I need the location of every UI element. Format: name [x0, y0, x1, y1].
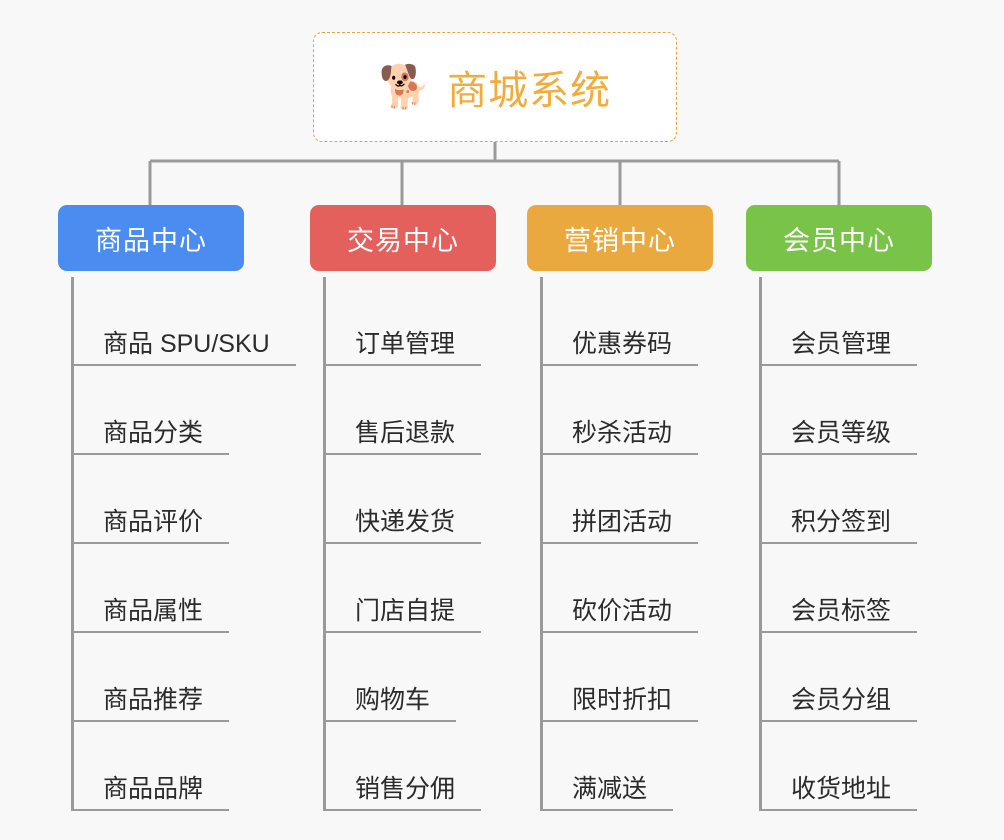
leaf-label: 商品属性: [103, 596, 204, 625]
branch-header-b4[interactable]: 会员中心: [746, 205, 932, 271]
leaf-underline: 限时折扣: [540, 685, 699, 722]
leaf-item[interactable]: 商品品牌: [58, 722, 296, 811]
leaf-list-b4: 会员管理 会员等级 积分签到 会员标签 会员分组: [746, 277, 932, 811]
leaf-underline: 商品属性: [71, 596, 230, 633]
leaf-label: 售后退款: [355, 418, 456, 447]
leaf-trunk-b2: [323, 277, 326, 811]
shiba-dog-face-icon: 🐕: [378, 63, 432, 110]
leaf-label: 门店自提: [355, 596, 456, 625]
leaf-label: 商品品牌: [103, 774, 204, 803]
leaf-item[interactable]: 快递发货: [310, 455, 496, 544]
branch-header-label: 商品中心: [95, 225, 207, 256]
leaf-list-b1: 商品 SPU/SKU 商品分类 商品评价 商品属性 商品推荐: [58, 277, 296, 811]
leaf-underline: 会员管理: [759, 329, 918, 366]
leaf-label: 秒杀活动: [572, 418, 673, 447]
leaf-item[interactable]: 购物车: [310, 633, 496, 722]
leaf-item[interactable]: 会员分组: [746, 633, 932, 722]
branch-column-商品中心: 商品中心 商品 SPU/SKU 商品分类 商品评价 商品属性: [58, 205, 296, 811]
leaf-label: 商品分类: [103, 418, 204, 447]
leaf-item[interactable]: 拼团活动: [527, 455, 713, 544]
leaf-label: 销售分佣: [355, 774, 456, 803]
leaf-underline: 优惠券码: [540, 329, 699, 366]
root-node[interactable]: 🐕 商城系统: [313, 32, 677, 142]
branch-header-label: 交易中心: [347, 225, 459, 256]
leaf-list-b2: 订单管理 售后退款 快递发货 门店自提 购物车: [310, 277, 496, 811]
leaf-trunk-b1: [71, 277, 74, 811]
leaf-underline: 商品评价: [71, 507, 230, 544]
leaf-underline: 门店自提: [323, 596, 482, 633]
leaf-trunk-b3: [540, 277, 543, 811]
leaf-item[interactable]: 秒杀活动: [527, 366, 713, 455]
leaf-label: 快递发货: [355, 507, 456, 536]
leaf-underline: 购物车: [323, 685, 457, 722]
leaf-item[interactable]: 商品属性: [58, 544, 296, 633]
leaf-item[interactable]: 门店自提: [310, 544, 496, 633]
leaf-underline: 商品分类: [71, 418, 230, 455]
leaf-item[interactable]: 积分签到: [746, 455, 932, 544]
leaf-underline: 拼团活动: [540, 507, 699, 544]
leaf-label: 会员管理: [791, 329, 892, 358]
leaf-underline: 快递发货: [323, 507, 482, 544]
branch-header-b1[interactable]: 商品中心: [58, 205, 244, 271]
leaf-item[interactable]: 优惠券码: [527, 277, 713, 366]
leaf-label: 砍价活动: [572, 596, 673, 625]
leaf-item[interactable]: 满减送: [527, 722, 713, 811]
branch-header-b3[interactable]: 营销中心: [527, 205, 713, 271]
leaf-underline: 满减送: [540, 774, 674, 811]
leaf-underline: 会员标签: [759, 596, 918, 633]
leaf-underline: 会员分组: [759, 685, 918, 722]
leaf-label: 商品评价: [103, 507, 204, 536]
leaf-item[interactable]: 售后退款: [310, 366, 496, 455]
leaf-label: 订单管理: [355, 329, 456, 358]
leaf-underline: 销售分佣: [323, 774, 482, 811]
leaf-underline: 售后退款: [323, 418, 482, 455]
branch-column-会员中心: 会员中心 会员管理 会员等级 积分签到 会员标签: [746, 205, 932, 811]
leaf-label: 收货地址: [791, 774, 892, 803]
leaf-list-b3: 优惠券码 秒杀活动 拼团活动 砍价活动 限时折扣: [527, 277, 713, 811]
root-title: 商城系统: [447, 69, 612, 113]
leaf-item[interactable]: 订单管理: [310, 277, 496, 366]
leaf-label: 拼团活动: [572, 507, 673, 536]
leaf-label: 商品推荐: [103, 685, 204, 714]
leaf-underline: 会员等级: [759, 418, 918, 455]
leaf-item[interactable]: 会员标签: [746, 544, 932, 633]
leaf-item[interactable]: 销售分佣: [310, 722, 496, 811]
leaf-item[interactable]: 砍价活动: [527, 544, 713, 633]
leaf-underline: 积分签到: [759, 507, 918, 544]
branch-header-b2[interactable]: 交易中心: [310, 205, 496, 271]
leaf-label: 购物车: [355, 685, 431, 714]
branch-column-营销中心: 营销中心 优惠券码 秒杀活动 拼团活动 砍价活动: [527, 205, 713, 811]
leaf-label: 积分签到: [791, 507, 892, 536]
leaf-underline: 商品推荐: [71, 685, 230, 722]
leaf-item[interactable]: 商品评价: [58, 455, 296, 544]
leaf-item[interactable]: 限时折扣: [527, 633, 713, 722]
leaf-underline: 砍价活动: [540, 596, 699, 633]
leaf-underline: 商品 SPU/SKU: [71, 331, 296, 366]
branch-header-label: 营销中心: [564, 225, 676, 256]
leaf-label: 会员分组: [791, 685, 892, 714]
leaf-underline: 商品品牌: [71, 774, 230, 811]
leaf-label: 满减送: [572, 774, 648, 803]
leaf-item[interactable]: 商品 SPU/SKU: [58, 277, 296, 366]
leaf-underline: 秒杀活动: [540, 418, 699, 455]
leaf-item[interactable]: 会员等级: [746, 366, 932, 455]
leaf-underline: 收货地址: [759, 774, 918, 811]
leaf-item[interactable]: 收货地址: [746, 722, 932, 811]
leaf-item[interactable]: 商品推荐: [58, 633, 296, 722]
leaf-item[interactable]: 商品分类: [58, 366, 296, 455]
leaf-label: 会员标签: [791, 596, 892, 625]
leaf-label: 限时折扣: [572, 685, 673, 714]
leaf-label: 商品 SPU/SKU: [103, 329, 270, 358]
leaf-label: 优惠券码: [572, 329, 673, 358]
leaf-trunk-b4: [759, 277, 762, 811]
leaf-item[interactable]: 会员管理: [746, 277, 932, 366]
leaf-label: 会员等级: [791, 418, 892, 447]
branch-column-交易中心: 交易中心 订单管理 售后退款 快递发货 门店自提: [310, 205, 496, 811]
branch-header-label: 会员中心: [783, 225, 895, 256]
leaf-underline: 订单管理: [323, 329, 482, 366]
